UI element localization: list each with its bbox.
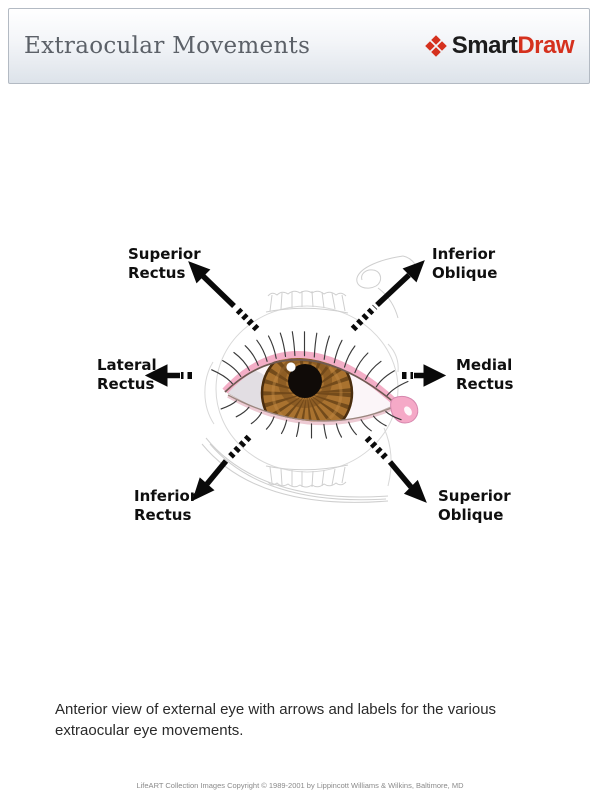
arrow-medial-rectus xyxy=(402,364,447,387)
inferior-oblique-band xyxy=(201,437,389,503)
lower-lash-line xyxy=(227,394,395,422)
trochlea-loop xyxy=(356,255,416,319)
caption-line: extraocular eye movements. xyxy=(55,722,244,739)
label-line: Rectus xyxy=(456,375,514,393)
upper-lashes xyxy=(211,331,409,396)
arrow-superior-oblique xyxy=(364,435,427,503)
label-line: Rectus xyxy=(128,264,186,282)
label-inferior-rectus: Inferior Rectus xyxy=(134,487,197,525)
logo-smart-text: Smart xyxy=(451,32,518,59)
arrow-inferior-rectus xyxy=(192,434,252,501)
label-line: Lateral xyxy=(97,356,157,374)
label-line: Inferior xyxy=(134,487,198,505)
superior-muscle xyxy=(265,290,349,314)
caruncle xyxy=(390,395,419,424)
page-title: Extraocular Movements xyxy=(24,33,311,59)
lower-lid-margin xyxy=(227,394,395,426)
label-line: Oblique xyxy=(432,264,498,282)
label-line: Medial xyxy=(456,356,513,374)
label-medial-rectus: Medial Rectus xyxy=(456,356,513,394)
label-superior-oblique: Superior Oblique xyxy=(438,487,511,525)
upper-lid-margin xyxy=(222,351,400,407)
logo-draw-text: Draw xyxy=(517,32,574,59)
pupil xyxy=(288,364,322,398)
inferior-muscle xyxy=(265,464,349,488)
label-line: Inferior xyxy=(432,245,496,263)
arrow-inferior-oblique xyxy=(350,260,425,332)
label-superior-rectus: Superior Rectus xyxy=(128,245,201,283)
eye xyxy=(211,331,419,439)
label-line: Superior xyxy=(128,245,201,263)
label-line: Superior xyxy=(438,487,511,505)
caption-line: Anterior view of external eye with arrow… xyxy=(55,701,497,718)
figure-caption: Anterior view of external eye with arrow… xyxy=(55,699,496,741)
smartdraw-logo: SmartDraw xyxy=(424,32,575,60)
label-line: Oblique xyxy=(438,506,504,524)
diamonds-icon xyxy=(424,35,447,57)
eyeball-outline xyxy=(204,305,399,487)
upper-lash-line xyxy=(224,358,397,405)
logo-wordmark: SmartDraw xyxy=(451,32,575,60)
iris xyxy=(226,355,354,423)
label-inferior-oblique: Inferior Oblique xyxy=(432,245,497,283)
sclera xyxy=(224,355,398,423)
label-lateral-rectus: Lateral Rectus xyxy=(97,356,157,394)
lower-lashes xyxy=(220,400,402,439)
copyright-notice: LifeART Collection Images Copyright © 19… xyxy=(136,781,464,790)
label-line: Rectus xyxy=(134,506,192,524)
label-line: Rectus xyxy=(97,375,155,393)
eye-highlight xyxy=(286,362,296,372)
header-bar: Extraocular Movements SmartDraw xyxy=(8,8,590,84)
